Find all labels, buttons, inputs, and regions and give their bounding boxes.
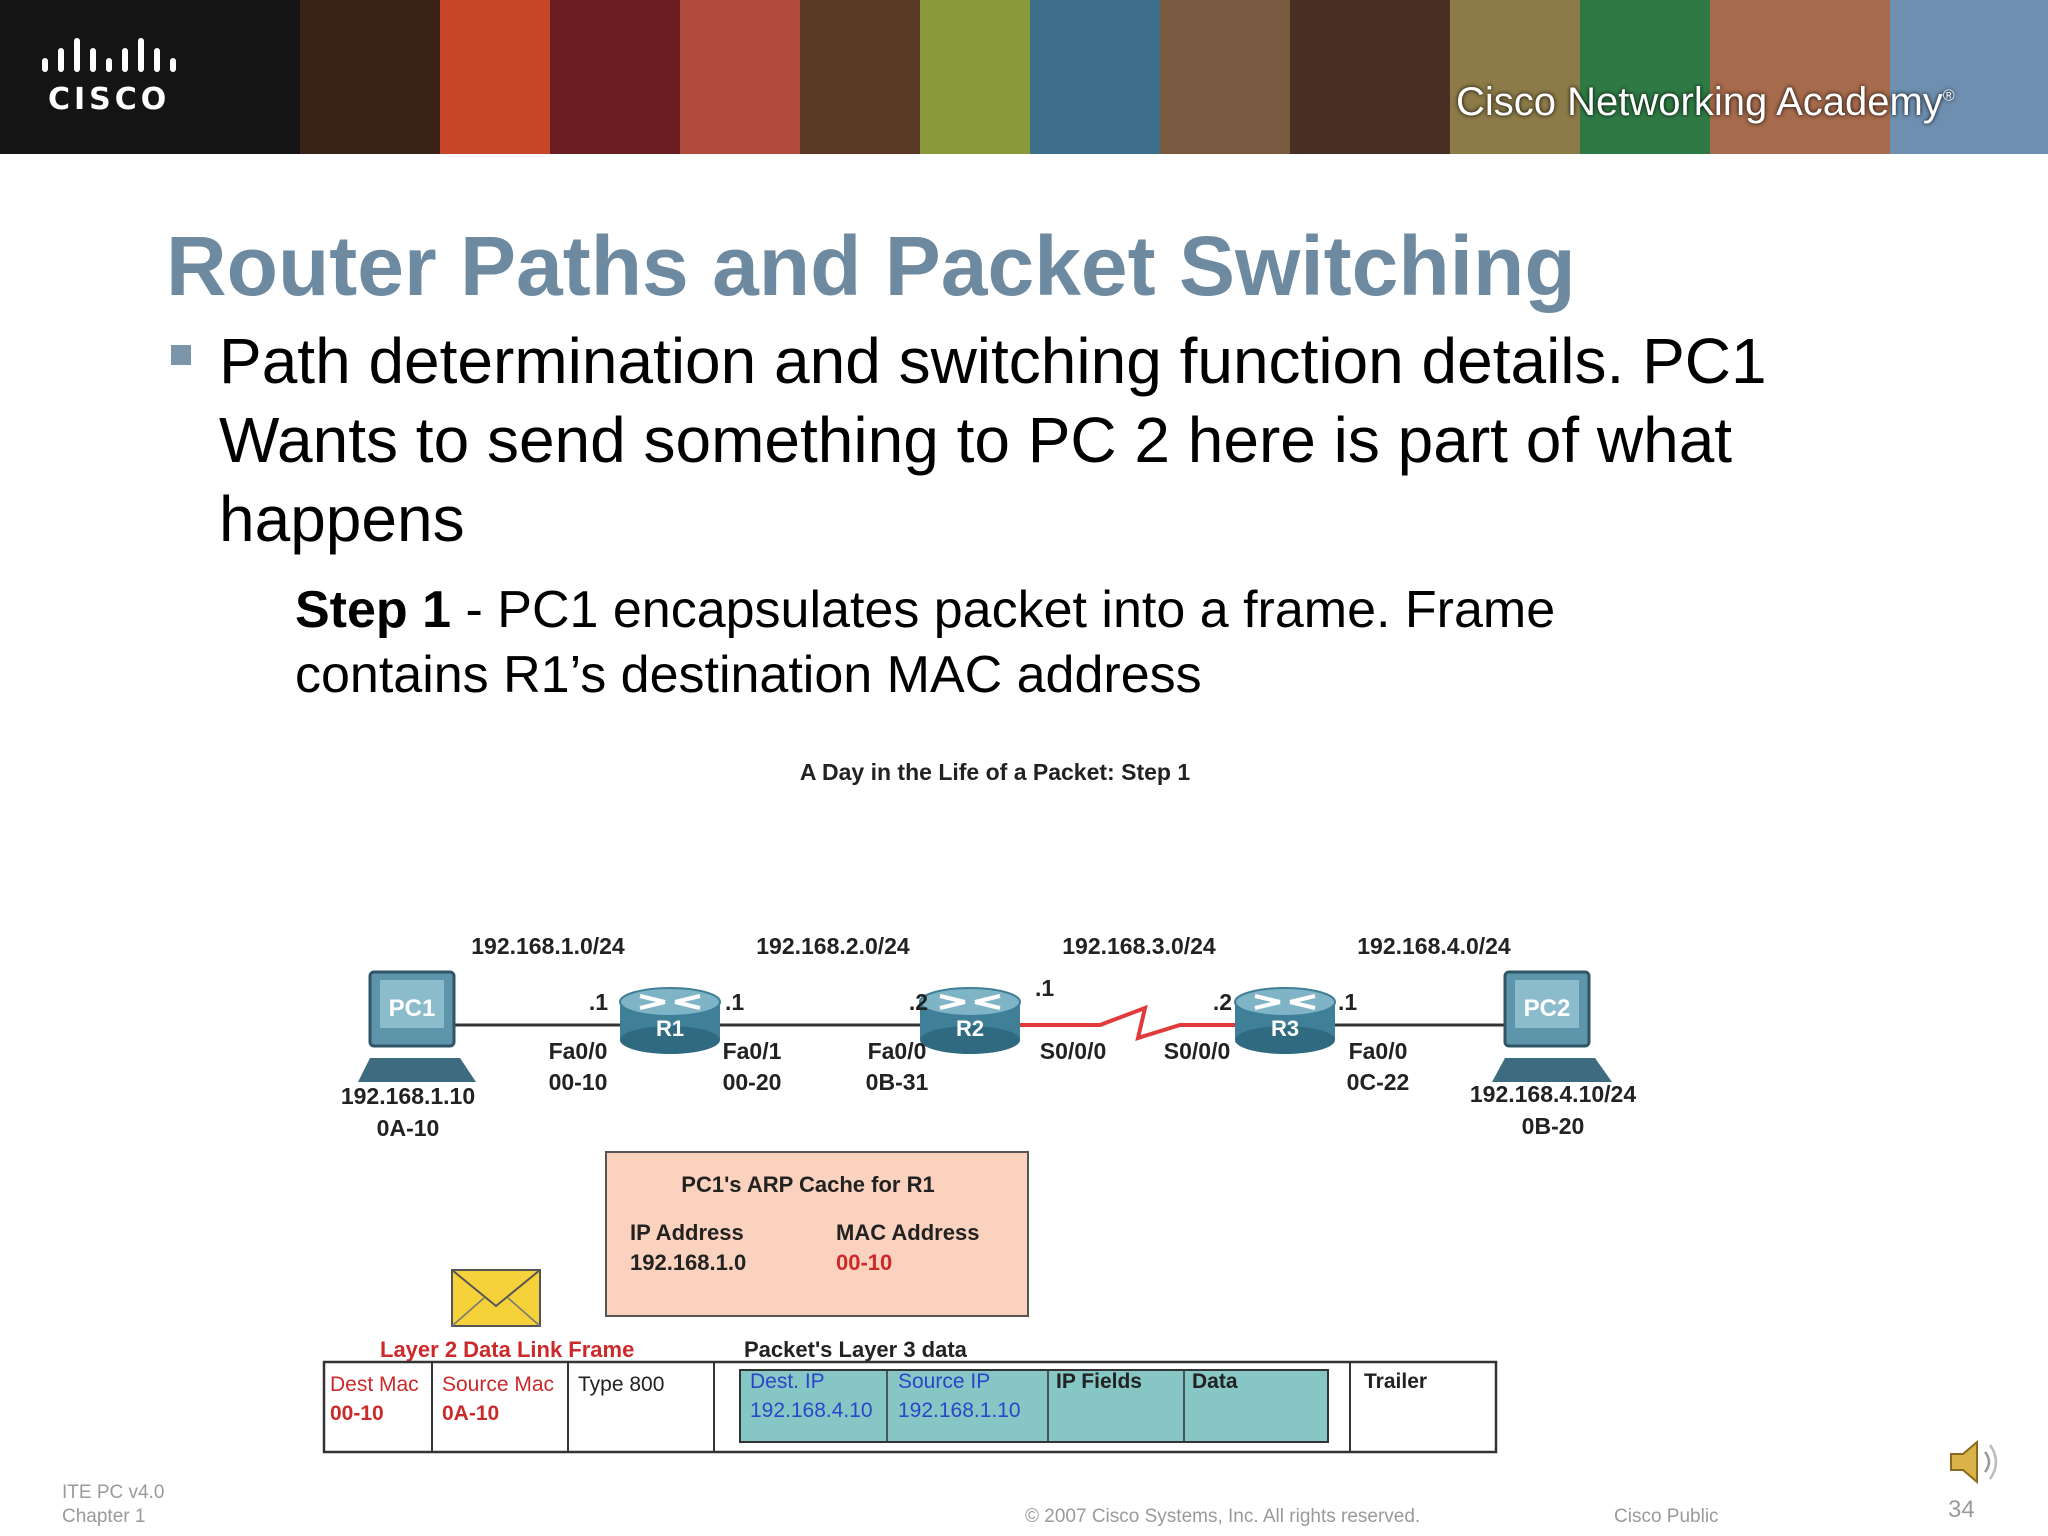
- dest-mac-value: 00-10: [330, 1402, 384, 1425]
- academy-name-text: Cisco Networking Academy: [1456, 80, 1943, 124]
- diagram-title: A Day in the Life of a Packet: Step 1: [800, 759, 1190, 785]
- pc2-computer-icon: PC2: [1492, 970, 1612, 1082]
- router-r2-icon: R2: [919, 987, 1021, 1054]
- r3-right-octet: .1: [1338, 989, 1357, 1015]
- arp-ip-header: IP Address: [630, 1220, 744, 1245]
- banner-photo-strip: [550, 0, 680, 154]
- pc1-mac: 0A-10: [377, 1115, 440, 1141]
- packet-layer3-box: [739, 1369, 1329, 1443]
- packet-diagram: A Day in the Life of a Packet: Step 1 19…: [220, 740, 1660, 1500]
- registered-mark: ®: [1942, 87, 1955, 105]
- layer2-frame-label: Layer 2 Data Link Frame: [380, 1337, 634, 1362]
- pc2-ip: 192.168.4.10/24: [1470, 1081, 1636, 1107]
- header-banner: CISCO Cisco Networking Academy®: [0, 0, 2048, 154]
- banner-photo-strip: [440, 0, 550, 154]
- r1-left-octet: .1: [589, 989, 608, 1015]
- r2-left-octet: .2: [909, 989, 928, 1015]
- footer-classification: Cisco Public: [1614, 1506, 1719, 1527]
- network-label: 192.168.3.0/24: [1062, 933, 1216, 959]
- r3-right-interface: Fa0/0: [1349, 1038, 1408, 1064]
- footer-course: ITE PC v4.0: [62, 1482, 165, 1503]
- r2-left-mac: 0B-31: [866, 1069, 929, 1095]
- step-label: Step 1: [295, 581, 452, 639]
- source-ip-value: 192.168.1.10: [898, 1399, 1021, 1422]
- pc2-mac: 0B-20: [1522, 1113, 1585, 1139]
- data-label: Data: [1192, 1370, 1238, 1393]
- banner-photo-strip: [920, 0, 1030, 154]
- arp-cache-title: PC1's ARP Cache for R1: [681, 1172, 934, 1197]
- source-mac-value: 0A-10: [442, 1402, 499, 1425]
- arp-ip-value: 192.168.1.0: [630, 1250, 746, 1275]
- frame-type: Type 800: [578, 1373, 664, 1396]
- step-description: - PC1 encapsulates packet into a frame. …: [295, 581, 1556, 704]
- network-label: 192.168.4.0/24: [1357, 933, 1511, 959]
- banner-photo-strip: [1450, 0, 1580, 154]
- r1-right-octet: .1: [725, 989, 744, 1015]
- arp-mac-value: 00-10: [836, 1250, 892, 1275]
- footer-copyright: © 2007 Cisco Systems, Inc. All rights re…: [1025, 1506, 1421, 1527]
- r2-label: R2: [956, 1016, 984, 1041]
- speaker-icon[interactable]: [1945, 1432, 2005, 1492]
- serial-link: [1020, 1004, 1240, 1041]
- banner-photo-strip: [1890, 0, 2048, 154]
- r1-left-mac: 00-10: [549, 1069, 608, 1095]
- pc1-ip: 192.168.1.10: [341, 1083, 475, 1109]
- banner-photo-strip: [1580, 0, 1710, 154]
- r3-label: R3: [1271, 1016, 1299, 1041]
- step-text: Step 1 - PC1 encapsulates packet into a …: [295, 578, 1745, 708]
- r3-right-mac: 0C-22: [1347, 1069, 1410, 1095]
- banner-photo-strip: [800, 0, 920, 154]
- ip-fields-label: IP Fields: [1056, 1370, 1142, 1393]
- arp-cache-box: [605, 1151, 1029, 1317]
- arp-mac-header: MAC Address: [836, 1220, 979, 1245]
- cisco-bridge-icon: [42, 38, 176, 72]
- trailer-label: Trailer: [1364, 1370, 1427, 1393]
- r1-right-interface: Fa0/1: [723, 1038, 782, 1064]
- r1-left-interface: Fa0/0: [549, 1038, 608, 1064]
- source-ip-label: Source IP: [898, 1370, 990, 1393]
- layer3-data-label: Packet's Layer 3 data: [744, 1337, 968, 1362]
- banner-photo-strip: [1290, 0, 1450, 154]
- bullet-square-icon: [171, 345, 191, 365]
- banner-photo-strip: [1710, 0, 1890, 154]
- academy-name: Cisco Networking Academy®: [1456, 80, 1955, 125]
- page-number: 34: [1948, 1496, 1975, 1523]
- banner-photo-strip: [300, 0, 440, 154]
- pc1-label: PC1: [389, 995, 436, 1022]
- r2-right-octet: .1: [1035, 975, 1054, 1001]
- r3-left-interface: S0/0/0: [1164, 1038, 1231, 1064]
- r1-label: R1: [656, 1016, 684, 1041]
- router-r1-icon: R1: [619, 987, 721, 1054]
- router-r3-icon: R3: [1234, 987, 1336, 1054]
- network-label: 192.168.2.0/24: [756, 933, 910, 959]
- r3-left-octet: .2: [1213, 989, 1232, 1015]
- banner-photo-strip: [1030, 0, 1160, 154]
- dest-ip-value: 192.168.4.10: [750, 1399, 873, 1422]
- dest-ip-label: Dest. IP: [750, 1370, 825, 1393]
- cisco-wordmark: CISCO: [48, 82, 171, 117]
- pc2-label: PC2: [1524, 995, 1571, 1022]
- r1-right-mac: 00-20: [723, 1069, 782, 1095]
- r2-right-interface: S0/0/0: [1040, 1038, 1107, 1064]
- banner-photo-strip: [1160, 0, 1290, 154]
- footer-chapter: Chapter 1: [62, 1506, 146, 1527]
- envelope-icon: [451, 1269, 541, 1327]
- bullet-text: Path determination and switching functio…: [219, 325, 1767, 555]
- banner-photo-strip: [680, 0, 800, 154]
- slide-title: Router Paths and Packet Switching: [166, 219, 1576, 313]
- pc1-computer-icon: PC1: [358, 970, 476, 1082]
- dest-mac-label: Dest Mac: [330, 1373, 419, 1396]
- source-mac-label: Source Mac: [442, 1373, 554, 1396]
- r2-left-interface: Fa0/0: [868, 1038, 927, 1064]
- network-label: 192.168.1.0/24: [471, 933, 625, 959]
